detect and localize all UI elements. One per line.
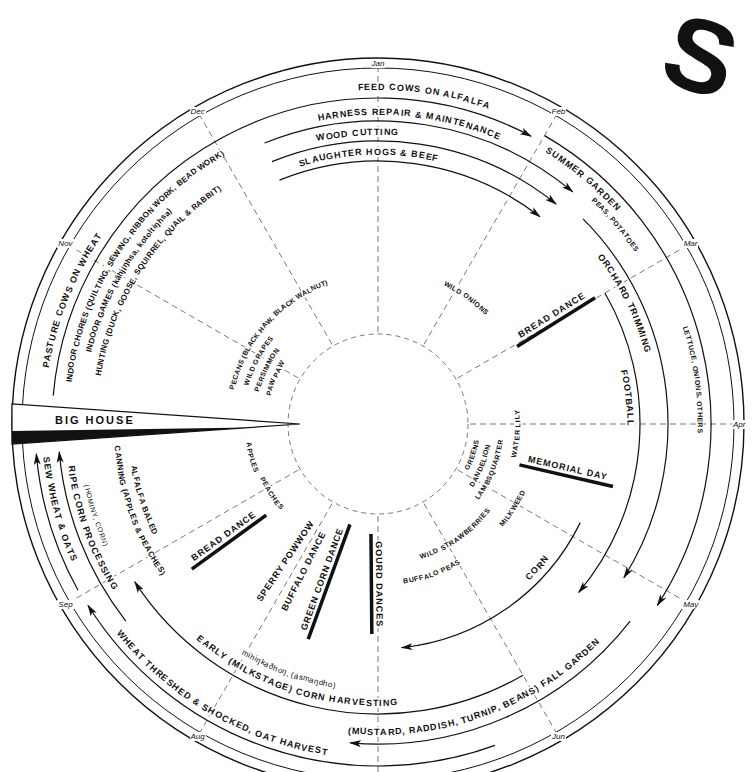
food-label: APPLES [242, 438, 263, 477]
activity-arc [36, 454, 78, 590]
glyph: L [514, 415, 522, 420]
glyph: E [358, 697, 366, 708]
glyph: O [67, 360, 77, 368]
month-label: Aug [190, 732, 206, 741]
glyph: G [641, 344, 653, 354]
month-label: Jun [551, 732, 566, 741]
inner-ring [22, 68, 734, 772]
food-label: MILKWEED [496, 486, 529, 531]
crop-label: LETTUCE, ONIONS, OTHERS [679, 322, 707, 438]
crop-label: PEAS, POTATOES [588, 194, 643, 256]
month-divider [200, 116, 332, 345]
month-label: Nov [57, 239, 73, 248]
glyph: T [367, 127, 374, 138]
watermark-letter: S [651, 0, 749, 116]
glyph: R [355, 147, 363, 158]
event-bar [192, 515, 266, 569]
glyph: S [365, 698, 372, 709]
activity-label: SEW WHEAT & OATS [38, 451, 82, 567]
activity-arc [350, 621, 630, 744]
month-label: Dec [190, 107, 206, 116]
glyph: L [514, 422, 522, 427]
month-divider [70, 246, 299, 378]
activity-arc [583, 219, 668, 578]
activity-label: RIPE CORN PROCESSING [62, 460, 122, 595]
month-label: Sep [57, 600, 73, 609]
glyph: E [513, 435, 522, 441]
big-house-shade [12, 428, 250, 445]
activity-arc [53, 98, 531, 396]
food-label: LAMBSQUARTER [471, 435, 507, 504]
activity-label: CORN [521, 550, 554, 585]
food-label: WILD STRAWBERRIES [417, 504, 495, 563]
glyph: D [378, 82, 386, 92]
glyph: R [696, 423, 704, 429]
activity-label: HUNTING (DUCK, GOOSE, SQUIRREL, QUAIL & … [91, 181, 227, 381]
activity-arc [579, 293, 640, 592]
activity-arc [264, 121, 572, 192]
activity-label: WHEAT THRESHED & SHOCKED, OAT HARVEST [112, 626, 334, 761]
event-label: BREAD DANCE [189, 508, 259, 563]
glyph: G [391, 127, 400, 138]
activity-label: CANNING (APPLES & PEACHES) [109, 441, 171, 582]
glyph: S [472, 438, 481, 445]
activity-arc [59, 452, 126, 621]
activity-label: FOOTBALL [616, 364, 639, 432]
glyph: S [251, 466, 260, 474]
glyph: G [390, 697, 399, 708]
place-label: BIG HOUSE [54, 414, 136, 427]
month-divider [424, 504, 556, 733]
glyph: T [321, 746, 329, 757]
month-divider [458, 246, 687, 378]
month-label: Mar [683, 239, 699, 248]
big-house-wedge [12, 404, 300, 444]
glyph: S [696, 428, 704, 433]
native-term: míhiŋkaðhoŋ, (ásmaŋdho) [237, 645, 342, 693]
activity-label: ORCHARD TRIMMING [593, 249, 655, 358]
activity-label: (MUSTARD, RADDISH, TURNIP, BEANS) FALL G… [341, 633, 605, 741]
glyph: R [496, 438, 505, 445]
activity-arc [402, 523, 581, 648]
outer-ring [12, 58, 744, 772]
glyph: F [431, 152, 440, 163]
glyph: A [380, 727, 388, 737]
activity-label: WOOD CUTTING [312, 123, 404, 147]
month-label: Apr [732, 420, 746, 429]
glyph: L [625, 420, 635, 427]
activity-label: SUMMER GARDEN [541, 143, 626, 217]
native-term: (HOMINY, CORN) [80, 479, 113, 551]
activity-arc [135, 582, 523, 714]
food-label: PAW PAW [262, 357, 289, 400]
activity-label: SLAUGHTER HOGS & BEEF [293, 143, 444, 172]
month-label: May [682, 600, 699, 609]
food-label: PEACHES [256, 473, 287, 514]
glyph: I [514, 420, 522, 423]
month-divider [470, 424, 734, 425]
glyph: O [374, 147, 382, 157]
glyph: R [514, 429, 522, 435]
glyph: L [625, 413, 636, 420]
month-label: Feb [551, 107, 567, 116]
event-label: GOURD DANCES [374, 540, 385, 628]
glyph: N [483, 443, 492, 450]
center-circle [288, 334, 468, 514]
food-label: WATER LILY [508, 405, 525, 460]
glyph: H [366, 147, 374, 158]
food-label: WILD ONIONS [440, 278, 492, 319]
glyph: ) [332, 681, 336, 691]
activity-arc [88, 605, 495, 766]
month-divider [424, 116, 556, 345]
activity-arc [272, 141, 556, 204]
activity-arc [279, 161, 539, 217]
month-label: Jan [371, 59, 386, 68]
activity-arc [545, 136, 712, 606]
glyph: H [94, 369, 104, 377]
food-label: BUFFALO PEAS [399, 556, 465, 589]
glyph: G [382, 147, 390, 158]
event-label: BREAD DANCE [515, 290, 588, 341]
month-divider [458, 470, 687, 602]
